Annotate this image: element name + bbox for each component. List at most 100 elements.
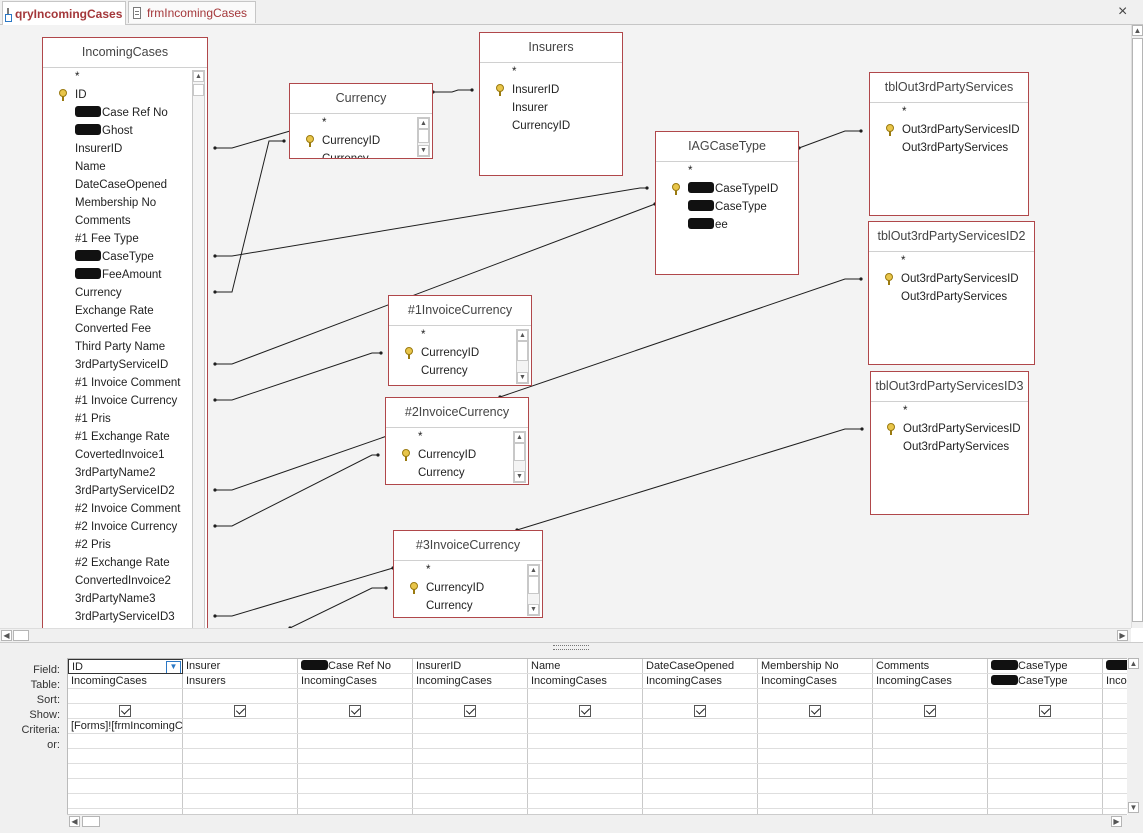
field-row[interactable]: Out3rdPartyServicesID	[870, 121, 1028, 139]
tab-frm-incoming-cases[interactable]: frmIncomingCases	[128, 1, 256, 23]
grid-cell-e3[interactable]	[758, 779, 873, 794]
scroll-down-icon[interactable]: ▼	[418, 145, 429, 156]
field-row[interactable]: ee	[656, 216, 798, 234]
scroll-left-icon[interactable]: ◀	[69, 816, 80, 827]
field-row[interactable]: #1 Fee Type	[43, 230, 207, 248]
grid-cell-sort[interactable]	[758, 689, 873, 704]
grid-cell-field[interactable]: DateCaseOpened	[643, 659, 758, 674]
grid-cell-show[interactable]	[873, 704, 988, 719]
scroll-up-icon[interactable]: ▲	[514, 432, 525, 443]
grid-cell-table[interactable]: IncomingCases	[643, 674, 758, 689]
grid-cell-or[interactable]	[643, 734, 758, 749]
field-row[interactable]: #2 Invoice Currency	[43, 518, 207, 536]
field-all-columns[interactable]: *	[394, 561, 542, 579]
grid-cell-table[interactable]: IncomingCases	[413, 674, 528, 689]
grid-cell-table[interactable]: IncomingCases	[68, 674, 183, 689]
grid-cell-e3[interactable]	[413, 779, 528, 794]
scroll-up-icon[interactable]: ▲	[1128, 658, 1139, 669]
grid-cell-e4[interactable]	[413, 794, 528, 809]
relationship-line[interactable]	[215, 187, 647, 257]
scroll-down-icon[interactable]: ▼	[1128, 802, 1139, 813]
field-row[interactable]: #1 Exchange Rate	[43, 428, 207, 446]
grid-cell-e4[interactable]	[758, 794, 873, 809]
field-row[interactable]: Out3rdPartyServicesID	[869, 270, 1034, 288]
field-list-scrollbar[interactable]: ▲	[192, 70, 205, 628]
grid-cell-criteria[interactable]	[298, 719, 413, 734]
grid-cell-show[interactable]	[413, 704, 528, 719]
field-row[interactable]: Insurer	[480, 99, 622, 117]
close-icon[interactable]: ×	[1118, 3, 1128, 20]
grid-cell-table[interactable]: Inco	[1103, 674, 1128, 689]
table-title[interactable]: #1InvoiceCurrency	[389, 296, 531, 326]
field-row[interactable]: Currency	[386, 464, 528, 482]
grid-cell-e1[interactable]	[643, 749, 758, 764]
chevron-down-icon[interactable]: ▼	[166, 661, 181, 673]
scroll-left-icon[interactable]: ◀	[1, 630, 12, 641]
field-all-columns[interactable]: *	[290, 114, 432, 132]
grid-cell-e2[interactable]	[68, 764, 183, 779]
grid-cell-or[interactable]	[758, 734, 873, 749]
field-row[interactable]: Currency	[43, 284, 207, 302]
grid-cell-or[interactable]	[988, 734, 1103, 749]
grid-cell-e3[interactable]	[988, 779, 1103, 794]
grid-cell-e2[interactable]	[873, 764, 988, 779]
grid-cell-sort[interactable]	[413, 689, 528, 704]
table-title[interactable]: IncomingCases	[43, 38, 207, 68]
grid-vertical-scrollbar[interactable]: ▲ ▼	[1127, 658, 1140, 814]
grid-cell-field[interactable]: Membership No	[758, 659, 873, 674]
scroll-thumb[interactable]	[1132, 38, 1143, 622]
field-all-columns[interactable]: *	[871, 402, 1028, 420]
grid-cell-e1[interactable]	[873, 749, 988, 764]
field-row[interactable]: 3rdPartyName3	[43, 590, 207, 608]
scroll-up-icon[interactable]: ▲	[1132, 25, 1143, 36]
grid-cell-e1[interactable]	[413, 749, 528, 764]
grid-column[interactable]: ID▼IncomingCases[Forms]![frmIncomingCase…	[68, 659, 183, 815]
table-title[interactable]: Insurers	[480, 33, 622, 63]
grid-cell-sort[interactable]	[1103, 689, 1128, 704]
field-row[interactable]: Out3rdPartyServices	[871, 438, 1028, 456]
table-window-out3rd-party-services-id2[interactable]: tblOut3rdPartyServicesID2 *Out3rdPartySe…	[868, 221, 1035, 365]
grid-cell-or[interactable]	[183, 734, 298, 749]
grid-cell-e1[interactable]	[758, 749, 873, 764]
grid-cell-e3[interactable]	[68, 779, 183, 794]
grid-cell-e1[interactable]	[1103, 749, 1128, 764]
grid-cell-show[interactable]	[298, 704, 413, 719]
grid-cell-table[interactable]: IncomingCases	[873, 674, 988, 689]
grid-cell-or[interactable]	[298, 734, 413, 749]
grid-cell-field[interactable]: Insurer	[183, 659, 298, 674]
table-title[interactable]: #2InvoiceCurrency	[386, 398, 528, 428]
design-horizontal-scrollbar[interactable]: ◀ ▶	[0, 628, 1131, 642]
grid-cell-e4[interactable]	[68, 794, 183, 809]
table-window-out3rd-party-services-id3[interactable]: tblOut3rdPartyServicesID3 *Out3rdPartySe…	[870, 371, 1029, 515]
scroll-right-icon[interactable]: ▶	[1117, 630, 1128, 641]
grid-cell-sort[interactable]	[68, 689, 183, 704]
grid-cell-e2[interactable]	[643, 764, 758, 779]
grid-cell-show[interactable]	[988, 704, 1103, 719]
grid-cell-criteria[interactable]	[183, 719, 298, 734]
grid-cell-criteria[interactable]	[873, 719, 988, 734]
field-row[interactable]: Currency	[389, 362, 531, 380]
relationship-line[interactable]	[215, 567, 394, 617]
field-row[interactable]: 3rdPartyServiceID3	[43, 608, 207, 626]
field-all-columns[interactable]: *	[480, 63, 622, 81]
field-row[interactable]: 3rdPartyServiceID2	[43, 482, 207, 500]
table-title[interactable]: Currency	[290, 84, 432, 114]
grid-cell-sort[interactable]	[528, 689, 643, 704]
grid-cell-e3[interactable]	[298, 779, 413, 794]
field-row[interactable]: Name	[43, 158, 207, 176]
relationship-line[interactable]	[215, 130, 291, 149]
field-row[interactable]: #2 Exchange Rate	[43, 554, 207, 572]
scroll-up-icon[interactable]: ▲	[517, 330, 528, 341]
grid-cell-or[interactable]	[68, 734, 183, 749]
relationship-line[interactable]	[289, 587, 386, 628]
field-row[interactable]: CurrencyID	[480, 117, 622, 135]
field-row[interactable]: CovertedInvoice1	[43, 446, 207, 464]
field-all-columns[interactable]: *	[656, 162, 798, 180]
grid-cell-e2[interactable]	[298, 764, 413, 779]
field-row[interactable]: Currency	[394, 597, 542, 615]
